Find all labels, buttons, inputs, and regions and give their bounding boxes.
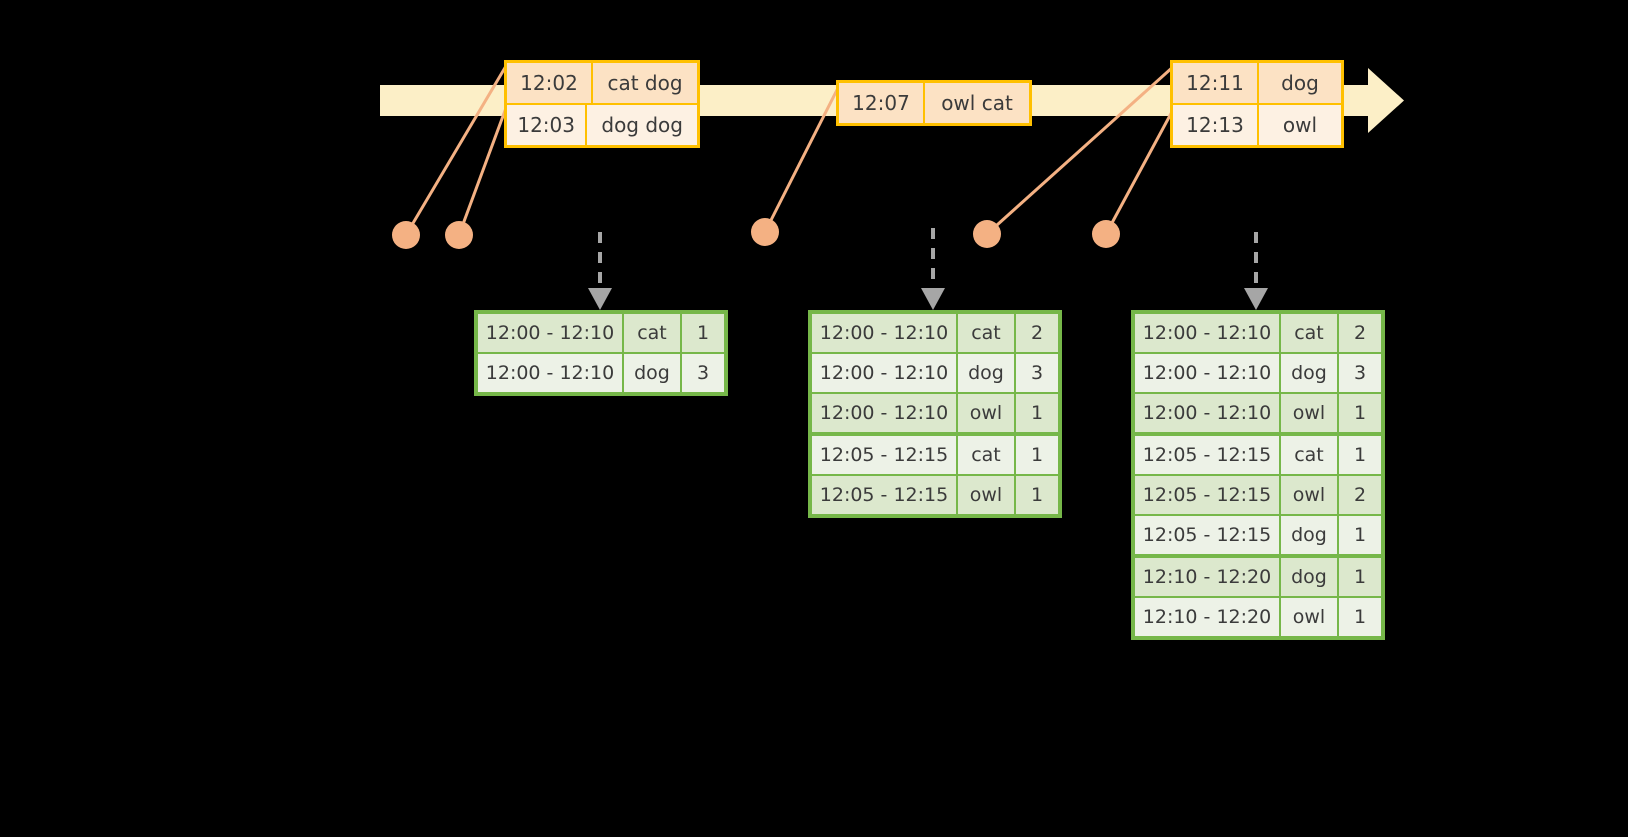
down-arrow-3	[1244, 232, 1268, 310]
window-cell: 12:05 - 12:15	[1135, 516, 1281, 554]
word-cell: cat	[958, 314, 1016, 352]
count-cell: 2	[1339, 476, 1381, 514]
event-dot-1	[392, 221, 420, 249]
window-cell: 12:10 - 12:20	[1135, 558, 1281, 596]
event-dot-3	[751, 218, 779, 246]
event-time: 12:02	[507, 63, 593, 103]
word-cell: owl	[1281, 394, 1339, 432]
word-cell: dog	[1281, 516, 1339, 554]
table-row[interactable]: 12:05 - 12:15 dog 1	[1135, 514, 1381, 554]
count-cell: 1	[1016, 436, 1058, 474]
table-row[interactable]: 12:05 - 12:15 owl 1	[812, 474, 1058, 514]
count-cell: 3	[1016, 354, 1058, 392]
count-cell: 2	[1016, 314, 1058, 352]
word-cell: cat	[1281, 314, 1339, 352]
table-row[interactable]: 12:00 - 12:10 cat 2	[1135, 314, 1381, 352]
window-cell: 12:00 - 12:10	[812, 394, 958, 432]
table-row[interactable]: 12:00 - 12:10 cat 2	[812, 314, 1058, 352]
count-cell: 3	[682, 354, 724, 392]
table-row[interactable]: 12:05 - 12:15 cat 1	[812, 432, 1058, 474]
window-cell: 12:00 - 12:10	[1135, 394, 1281, 432]
count-cell: 1	[1339, 394, 1381, 432]
table-row[interactable]: 12:05 - 12:15 owl 2	[1135, 474, 1381, 514]
count-cell: 1	[1016, 476, 1058, 514]
result-table-3[interactable]: 12:00 - 12:10 cat 2 12:00 - 12:10 dog 3 …	[1131, 310, 1385, 640]
event-time: 12:11	[1173, 63, 1259, 103]
window-cell: 12:05 - 12:15	[1135, 436, 1281, 474]
count-cell: 1	[1016, 394, 1058, 432]
connector-line-2	[457, 107, 508, 236]
table-row[interactable]: 12:00 - 12:10 dog 3	[1135, 352, 1381, 392]
table-row[interactable]: 12:00 - 12:10 cat 1	[478, 314, 724, 352]
connector-lines	[404, 64, 1176, 236]
word-cell: owl	[1281, 476, 1339, 514]
event-words: dog dog	[587, 105, 697, 145]
window-cell: 12:00 - 12:10	[478, 354, 624, 392]
event-row[interactable]: 12:11 dog	[1173, 63, 1341, 103]
event-dot-4	[973, 220, 1001, 248]
event-row[interactable]: 12:02 cat dog	[507, 63, 697, 103]
window-cell: 12:05 - 12:15	[1135, 476, 1281, 514]
event-box-1[interactable]: 12:02 cat dog 12:03 dog dog	[504, 60, 700, 148]
connector-line-1	[404, 65, 508, 236]
connector-line-4	[985, 64, 1176, 236]
event-dots	[392, 218, 1120, 249]
event-dot-2	[445, 221, 473, 249]
table-row[interactable]: 12:00 - 12:10 owl 1	[1135, 392, 1381, 432]
word-cell: cat	[1281, 436, 1339, 474]
window-cell: 12:05 - 12:15	[812, 476, 958, 514]
event-row[interactable]: 12:13 owl	[1173, 103, 1341, 145]
count-cell: 1	[1339, 558, 1381, 596]
window-cell: 12:05 - 12:15	[812, 436, 958, 474]
event-time: 12:13	[1173, 105, 1259, 145]
window-cell: 12:00 - 12:10	[1135, 314, 1281, 352]
table-row[interactable]: 12:05 - 12:15 cat 1	[1135, 432, 1381, 474]
count-cell: 1	[1339, 436, 1381, 474]
event-time: 12:03	[507, 105, 588, 145]
event-words: owl cat	[925, 83, 1029, 123]
event-box-2[interactable]: 12:07 owl cat	[836, 80, 1032, 126]
count-cell: 1	[1339, 598, 1381, 636]
word-cell: cat	[624, 314, 682, 352]
word-cell: dog	[1281, 558, 1339, 596]
word-cell: dog	[1281, 354, 1339, 392]
table-row[interactable]: 12:10 - 12:20 dog 1	[1135, 554, 1381, 596]
connector-line-5	[1104, 107, 1176, 235]
count-cell: 2	[1339, 314, 1381, 352]
event-words: cat dog	[593, 63, 697, 103]
word-cell: owl	[1281, 598, 1339, 636]
event-box-3[interactable]: 12:11 dog 12:13 owl	[1170, 60, 1344, 148]
down-arrow-1	[588, 232, 612, 310]
connector-line-3	[763, 83, 842, 233]
event-words: owl	[1259, 105, 1341, 145]
result-table-1[interactable]: 12:00 - 12:10 cat 1 12:00 - 12:10 dog 3	[474, 310, 728, 396]
word-cell: owl	[958, 394, 1016, 432]
event-row[interactable]: 12:07 owl cat	[839, 83, 1029, 123]
table-row[interactable]: 12:00 - 12:10 dog 3	[478, 352, 724, 392]
word-cell: dog	[624, 354, 682, 392]
result-table-2[interactable]: 12:00 - 12:10 cat 2 12:00 - 12:10 dog 3 …	[808, 310, 1062, 518]
event-time: 12:07	[839, 83, 925, 123]
word-cell: owl	[958, 476, 1016, 514]
window-cell: 12:00 - 12:10	[478, 314, 624, 352]
count-cell: 1	[682, 314, 724, 352]
count-cell: 3	[1339, 354, 1381, 392]
window-cell: 12:10 - 12:20	[1135, 598, 1281, 636]
table-row[interactable]: 12:00 - 12:10 dog 3	[812, 352, 1058, 392]
word-cell: cat	[958, 436, 1016, 474]
table-row[interactable]: 12:00 - 12:10 owl 1	[812, 392, 1058, 432]
event-words: dog	[1259, 63, 1341, 103]
down-arrow-2	[921, 228, 945, 310]
window-cell: 12:00 - 12:10	[812, 354, 958, 392]
count-cell: 1	[1339, 516, 1381, 554]
event-row[interactable]: 12:03 dog dog	[507, 103, 697, 145]
word-cell: dog	[958, 354, 1016, 392]
event-dot-5	[1092, 220, 1120, 248]
window-cell: 12:00 - 12:10	[812, 314, 958, 352]
table-row[interactable]: 12:10 - 12:20 owl 1	[1135, 596, 1381, 636]
emit-arrows	[588, 228, 1268, 310]
window-cell: 12:00 - 12:10	[1135, 354, 1281, 392]
